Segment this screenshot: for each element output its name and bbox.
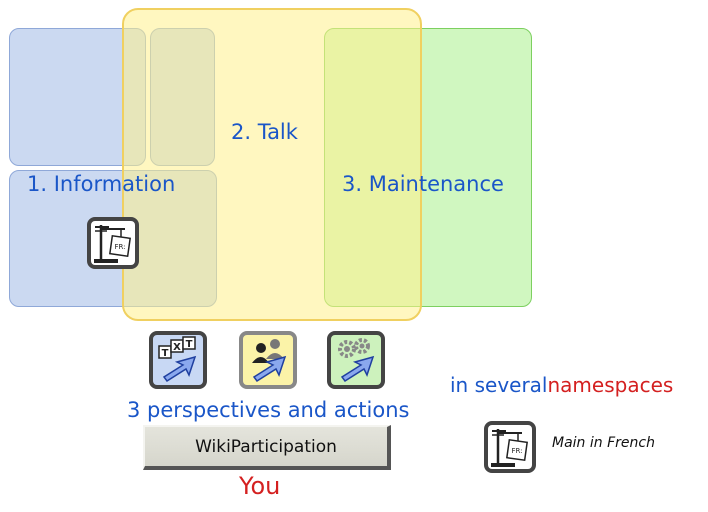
maintenance-action-icon[interactable] — [327, 331, 385, 389]
perspectives-text: 3 perspectives and actions — [127, 398, 410, 422]
information-label: 1. Information — [27, 172, 176, 196]
legend-text: Main in French — [552, 435, 655, 451]
namespaces-text: in severalnamespaces — [450, 373, 673, 397]
legend-french-icon: FR: — [484, 421, 536, 473]
talk-label: 2. Talk — [231, 120, 298, 144]
txt-letter-1: T — [162, 348, 169, 359]
fr-badge-text: FR: — [114, 243, 125, 251]
namespaces-highlight: namespaces — [547, 373, 674, 397]
txt-letter-3: T — [186, 339, 193, 350]
information-action-icon[interactable]: T X T — [149, 331, 207, 389]
legend-fr-badge-text: FR: — [511, 447, 522, 455]
you-label: You — [239, 472, 281, 500]
talk-action-icon[interactable] — [239, 331, 297, 389]
txt-letter-2: X — [173, 342, 181, 353]
wikiparticipation-button[interactable]: WikiParticipation — [143, 425, 391, 470]
wikiparticipation-label: WikiParticipation — [195, 436, 337, 457]
maintenance-label: 3. Maintenance — [342, 172, 504, 196]
talk-box — [122, 8, 422, 321]
namespaces-prefix: in several — [450, 373, 548, 397]
main-namespace-french-icon: FR: — [87, 217, 139, 269]
